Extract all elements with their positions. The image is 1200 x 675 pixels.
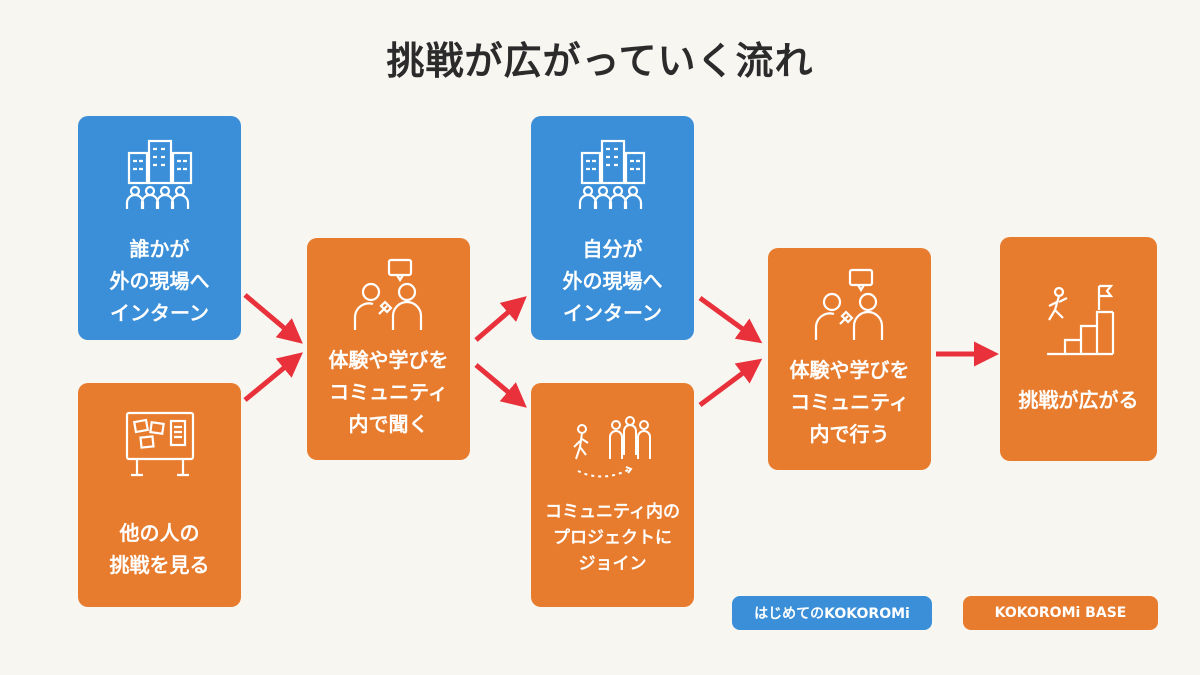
node-hear-community: 体験や学びを コミュニティ 内で聞く xyxy=(307,238,470,460)
interview-icon xyxy=(353,258,422,330)
node-join-project: コミュニティ内の プロジェクトに ジョイン xyxy=(531,383,694,607)
node-others-intern: 誰かが 外の現場へ インターン xyxy=(78,116,241,340)
office-building-people-icon xyxy=(578,139,645,209)
interview-icon xyxy=(814,268,883,340)
climbing-stairs-flag-icon xyxy=(1046,284,1114,356)
legend-item-hajimete: はじめてのKOKOROMi xyxy=(732,596,932,630)
node-spread-label: 挑戦が広がる xyxy=(1018,388,1139,412)
node-self-intern-label: 自分が 外の現場へ インターン xyxy=(562,237,663,325)
arrow-hear-to-self xyxy=(474,296,527,342)
arrow-see-to-hear xyxy=(243,352,303,402)
node-share-community-label: 体験や学びを コミュニティ 内で行う xyxy=(789,358,910,446)
node-others-intern-label: 誰かが 外の現場へ インターン xyxy=(109,237,210,325)
node-spread: 挑戦が広がる xyxy=(1000,237,1157,461)
node-see-others-label: 他の人の 挑戦を見る xyxy=(109,521,210,577)
arrow-hear-to-join xyxy=(474,363,527,408)
arrow-others-to-hear xyxy=(243,293,303,344)
bulletin-board-icon xyxy=(125,411,194,477)
node-self-intern: 自分が 外の現場へ インターン xyxy=(531,116,694,340)
legend-item-base: KOKOROMi BASE xyxy=(963,596,1158,630)
node-hear-community-label: 体験や学びを コミュニティ 内で聞く xyxy=(328,348,449,436)
legend-label: はじめてのKOKOROMi xyxy=(754,606,910,622)
join-group-icon xyxy=(572,416,651,478)
diagram-title: 挑戦が広がっていく流れ xyxy=(386,39,814,83)
arrow-join-to-share xyxy=(698,358,763,408)
node-see-others: 他の人の 挑戦を見る xyxy=(78,383,241,607)
legend-label: KOKOROMi BASE xyxy=(994,605,1127,621)
office-building-people-icon xyxy=(125,139,192,209)
node-share-community: 体験や学びを コミュニティ 内で行う xyxy=(768,248,931,470)
arrow-self-to-share xyxy=(698,295,763,344)
node-join-project-label: コミュニティ内の プロジェクトに ジョイン xyxy=(545,502,680,574)
